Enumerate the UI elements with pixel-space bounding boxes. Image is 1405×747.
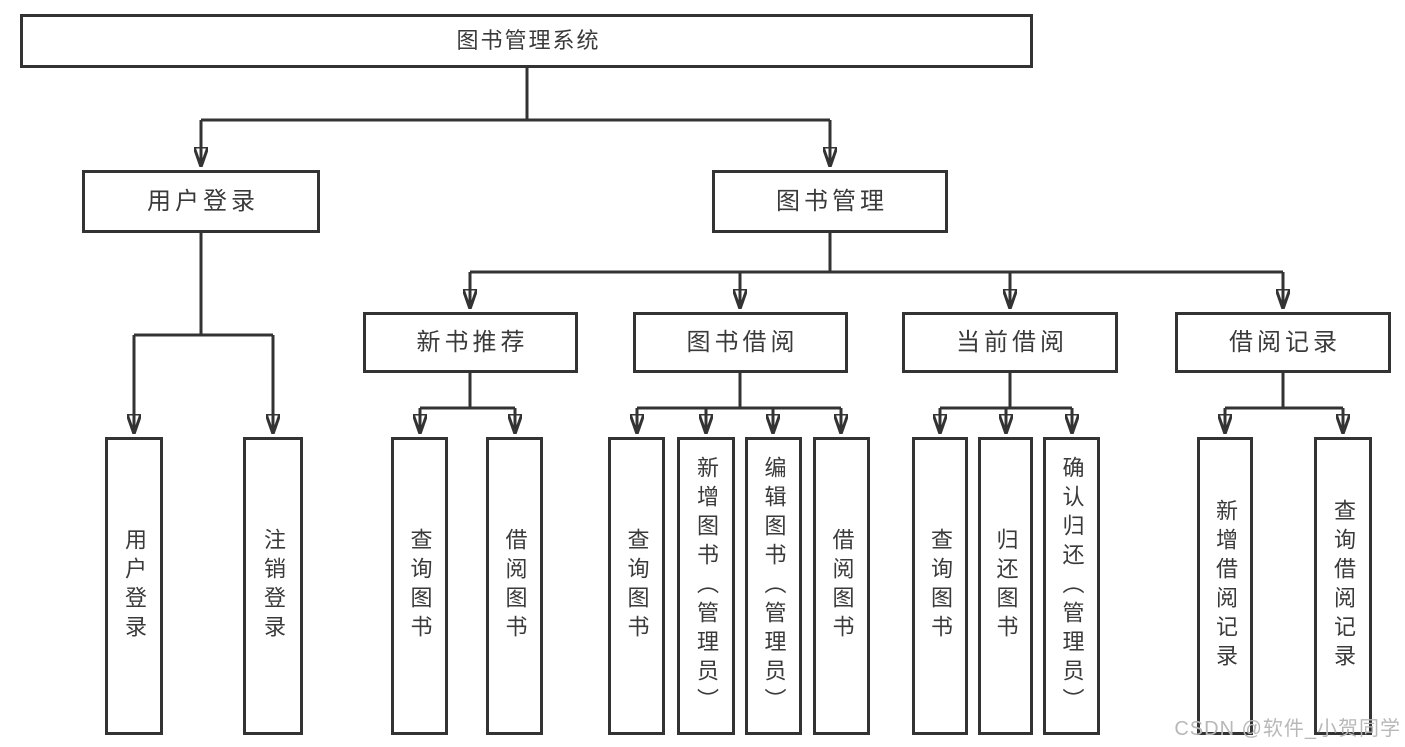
leaf-borrow-add-books-admin: 新增图书（管理员）: [677, 437, 735, 735]
watermark-text: CSDN @软件_小贺同学: [1174, 718, 1401, 740]
leaf-borrow-edit-books-admin-label: 编辑图书（管理员）: [761, 455, 787, 717]
leaf-user-login: 用户登录: [105, 437, 163, 735]
leaf-newbooks-query-books-label: 查询图书: [407, 528, 433, 644]
leaf-newbooks-borrow-books-label: 借阅图书: [502, 528, 528, 644]
node-library-system-label: 图书管理系统: [456, 28, 601, 53]
leaf-logout-label: 注销登录: [261, 528, 286, 644]
leaf-current-query-books: 查询图书: [912, 437, 968, 735]
leaf-borrow-borrow-books: 借阅图书: [813, 437, 870, 735]
node-book-borrow: 图书借阅: [633, 312, 848, 373]
leaf-current-confirm-return-admin: 确认归还（管理员）: [1043, 437, 1100, 735]
node-current-borrow-label: 当前借阅: [956, 328, 1068, 356]
node-borrow-records-label: 借阅记录: [1229, 328, 1341, 356]
leaf-borrow-add-books-admin-label: 新增图书（管理员）: [694, 455, 719, 717]
node-user-login: 用户登录: [82, 170, 320, 233]
leaf-borrow-query-books: 查询图书: [608, 437, 665, 735]
leaf-newbooks-borrow-books: 借阅图书: [486, 437, 543, 735]
leaf-current-confirm-return-admin-label: 确认归还（管理员）: [1059, 455, 1085, 717]
leaf-borrow-query-books-label: 查询图书: [624, 528, 650, 644]
leaf-current-return-books-label: 归还图书: [993, 528, 1019, 644]
leaf-logout: 注销登录: [243, 437, 303, 735]
node-current-borrow: 当前借阅: [902, 312, 1118, 373]
leaf-records-add-record-label: 新增借阅记录: [1213, 499, 1238, 673]
leaf-records-query-record-label: 查询借阅记录: [1331, 499, 1356, 673]
node-new-book-recommend: 新书推荐: [363, 312, 578, 373]
leaf-user-login-label: 用户登录: [122, 528, 147, 644]
leaf-records-add-record: 新增借阅记录: [1197, 437, 1253, 735]
leaf-current-return-books: 归还图书: [978, 437, 1033, 735]
node-book-management: 图书管理: [712, 170, 948, 233]
node-borrow-records: 借阅记录: [1175, 312, 1391, 373]
node-book-management-label: 图书管理: [776, 187, 888, 215]
leaf-newbooks-query-books: 查询图书: [391, 437, 448, 735]
node-user-login-label: 用户登录: [147, 187, 259, 215]
node-library-system: 图书管理系统: [20, 14, 1033, 68]
leaf-borrow-borrow-books-label: 借阅图书: [829, 528, 855, 644]
leaf-borrow-edit-books-admin: 编辑图书（管理员）: [745, 437, 802, 735]
leaf-records-query-record: 查询借阅记录: [1314, 437, 1372, 735]
node-new-book-recommend-label: 新书推荐: [416, 328, 529, 356]
leaf-current-query-books-label: 查询图书: [928, 528, 953, 644]
node-book-borrow-label: 图书借阅: [686, 328, 799, 356]
